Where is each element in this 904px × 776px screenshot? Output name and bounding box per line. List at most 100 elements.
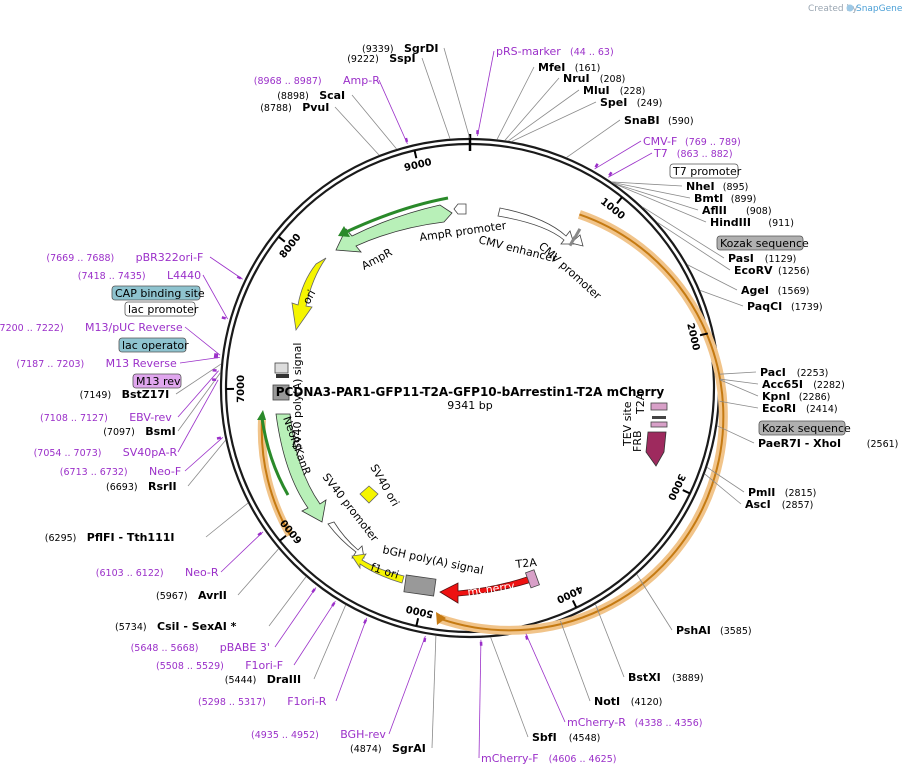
primer-cmv-f[interactable]: CMV-F(769 .. 789) — [643, 135, 741, 148]
site-sgrai[interactable]: (4874)SgrAI — [350, 742, 426, 755]
label-f1-ori: f1 ori — [369, 560, 400, 581]
site-name: AscI — [745, 498, 771, 511]
box-t7-promoter[interactable]: T7 promoter — [669, 163, 742, 179]
primer-labels: pRS-marker(44 .. 63) Amp-R(8968 .. 8987) C… — [0, 45, 741, 765]
site-position: (6693) — [106, 482, 138, 493]
tick-label: 5000 — [405, 602, 435, 619]
primer-m13-reverse[interactable]: M13 Reverse(7187 .. 7203) — [16, 357, 177, 370]
primer-name: pBABE 3' — [220, 641, 270, 654]
site-snabi[interactable]: (590)SnaBI — [624, 114, 694, 127]
primer-neo-r[interactable]: Neo-R(6103 .. 6122) — [96, 566, 219, 579]
site-agei[interactable]: (1569)AgeI — [741, 284, 809, 297]
site-paqci[interactable]: (1739)PaqCI — [747, 300, 823, 313]
site-position: (7097) — [103, 427, 135, 438]
site-name: EcoRI — [762, 402, 796, 415]
primer-f1ori-f[interactable]: F1ori-F(5508 .. 5529) — [156, 659, 283, 672]
primer-position: (7108 .. 7127) — [40, 413, 108, 424]
site-pmli[interactable]: (2815)PmlI — [748, 486, 816, 499]
site-ecorv[interactable]: (1256)EcoRV — [734, 264, 810, 277]
credit-text: Created by — [808, 4, 858, 14]
site-sspi[interactable]: (9222)SspI — [347, 52, 415, 65]
primer-name: pRS-marker — [496, 45, 561, 58]
site-nhei[interactable]: (895)NheI — [686, 180, 748, 193]
feature-bgh — [403, 574, 437, 597]
primer-t7[interactable]: T7(863 .. 882) — [653, 147, 733, 160]
site-paer7i-xhoi[interactable]: (2561)PaeR7I - XhoI — [758, 437, 898, 450]
site-pasi[interactable]: (1129)PasI — [728, 252, 796, 265]
site-nrui[interactable]: (208)NruI — [563, 72, 625, 85]
primer-position: (5648 .. 5668) — [131, 643, 199, 654]
site-asci[interactable]: (2857)AscI — [745, 498, 813, 511]
site-name: BsmI — [145, 425, 176, 438]
box-lac-operator[interactable]: lac operator — [118, 337, 189, 353]
primer-neo-f[interactable]: Neo-F(6713 .. 6732) — [60, 465, 181, 478]
site-pshai[interactable]: (3585)PshAI — [676, 624, 752, 637]
box-kozak-2[interactable]: Kozak sequence — [758, 420, 851, 436]
primer-ebv-rev[interactable]: EBV-rev (7108 .. 7127) — [40, 411, 172, 424]
site-sbfi[interactable]: (4548)SbfI — [532, 731, 600, 744]
primer-name: EBV-rev — [129, 411, 172, 424]
site-name: SgrDI — [404, 42, 438, 55]
feature-tev — [650, 402, 668, 428]
box-cap-binding-site[interactable]: CAP binding site — [111, 285, 205, 301]
site-leader — [719, 378, 759, 385]
site-aflii[interactable]: (908)AflII — [702, 204, 772, 217]
primer-sv40pa-r[interactable]: SV40pA-R(7054 .. 7073) — [34, 446, 178, 459]
snapgene-logo: SnapGene — [846, 4, 903, 14]
primer-m13-puc-reverse[interactable]: M13/pUC Reverse (7200 .. 7222) — [0, 321, 183, 334]
neo-orf-arc — [260, 419, 291, 536]
site-bmti[interactable]: (899)BmtI — [694, 192, 756, 205]
site-mfei[interactable]: (161)MfeI — [538, 61, 600, 74]
site-leader — [719, 400, 759, 409]
site-bstz17i[interactable]: (7149)BstZ17I — [80, 388, 170, 401]
tick-mark — [279, 534, 287, 542]
site-kpni[interactable]: (2286)KpnI — [762, 390, 830, 403]
feature-ori — [291, 257, 327, 332]
primer-l4440[interactable]: L4440(7418 .. 7435) — [78, 269, 201, 282]
site-leader — [496, 66, 535, 140]
site-scai[interactable]: (8898)ScaI — [277, 89, 345, 102]
primer-pbabe-3-[interactable]: pBABE 3' (5648 .. 5668) — [131, 641, 270, 654]
site-draiii[interactable]: (5444)DraIII — [225, 673, 301, 686]
primer-leader — [594, 140, 642, 170]
primer-position: (4338 .. 4356) — [635, 718, 703, 729]
site-paci[interactable]: (2253)PacI — [760, 366, 828, 379]
site-acc65i[interactable]: (2282)Acc65I — [762, 378, 845, 391]
site-leader — [700, 290, 744, 307]
primer-leader — [274, 587, 317, 648]
site-hindiii[interactable]: (911)HindIII — [710, 216, 794, 229]
site-ecori[interactable]: (2414)EcoRI — [762, 402, 838, 415]
site-bsmi[interactable]: (7097) BsmI — [103, 425, 176, 438]
primer-position: (7187 .. 7203) — [16, 359, 84, 370]
primer-mcherry-f[interactable]: mCherry-F(4606 .. 4625) — [481, 752, 616, 765]
site-mlui[interactable]: (228)MluI — [583, 84, 645, 97]
site-noti[interactable]: (4120)NotI — [594, 695, 662, 708]
site-rsrii[interactable]: (6693)RsrII — [106, 480, 177, 493]
box-m13-rev[interactable]: M13 rev — [132, 373, 182, 389]
primer-leader — [478, 639, 482, 759]
site-pvui[interactable]: (8788)PvuI — [260, 101, 329, 114]
site-position: (2253) — [797, 368, 829, 379]
box-lac-promoter[interactable]: lac promoter — [124, 301, 199, 317]
site-name: PasI — [728, 252, 754, 265]
site-csii-sexai-[interactable]: (5734)CsiI - SexAI * — [115, 620, 237, 633]
label-ampr: AmpR — [359, 246, 394, 273]
site-bstxi[interactable]: (3889)BstXI — [628, 671, 704, 684]
site-avrii[interactable]: (5967)AvrII — [156, 589, 227, 602]
primer-position: (7200 .. 7222) — [0, 323, 64, 334]
primer-bgh-rev[interactable]: BGH-rev(4935 .. 4952) — [251, 728, 386, 741]
primer-amp-r[interactable]: Amp-R(8968 .. 8987) — [254, 74, 380, 87]
primer-name: M13/pUC Reverse — [85, 321, 183, 334]
primer-f1ori-r[interactable]: F1ori-R(5298 .. 5317) — [198, 695, 327, 708]
primer-pbr322ori-f[interactable]: pBR322ori-F(7669 .. 7688) — [46, 251, 203, 264]
site-position: (2282) — [813, 380, 845, 391]
site-spei[interactable]: (249)SpeI — [600, 96, 662, 109]
box-kozak-1[interactable]: Kozak sequence — [716, 235, 809, 251]
feature-t2a-a — [524, 569, 540, 589]
primer-mcherry-r[interactable]: mCherry-R(4338 .. 4356) — [567, 716, 702, 729]
site-position: (908) — [746, 206, 772, 217]
site-sgrdi[interactable]: (9339)SgrDI — [362, 42, 438, 55]
primer-prs-marker[interactable]: pRS-marker(44 .. 63) — [496, 45, 614, 58]
site-pflfi-tth111i[interactable]: (6295)PflFI - Tth111I — [45, 531, 175, 544]
